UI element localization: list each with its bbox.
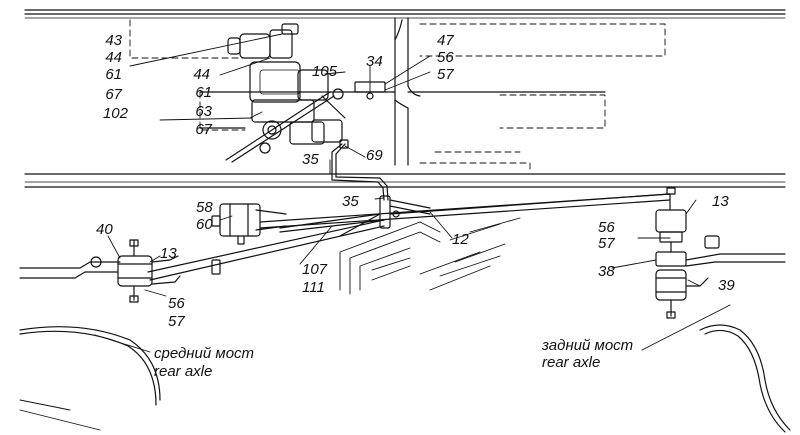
callout-105: 105 <box>312 63 338 80</box>
callout-61-second: 61 <box>195 84 212 101</box>
middle-axle-caption-en: rear axle <box>154 363 213 380</box>
callout-67-second: 67 <box>195 121 212 138</box>
callout-57-middle: 57 <box>168 313 185 330</box>
callout-57: 57 <box>437 66 454 83</box>
rear-axle-mount <box>655 187 791 433</box>
callout-34: 34 <box>366 53 383 70</box>
rear-axle-caption-ru: задний мост <box>542 337 634 354</box>
callout-35-second: 35 <box>342 193 359 210</box>
callout-61: 61 <box>105 66 122 83</box>
callout-111: 111 <box>302 279 325 296</box>
callout-39: 39 <box>718 277 735 294</box>
middle-axle-mount <box>19 239 181 431</box>
callout-43: 43 <box>105 32 122 49</box>
hidden-outline-lines <box>129 19 666 174</box>
callout-44-second: 44 <box>193 66 210 83</box>
callout-56-middle: 56 <box>168 295 185 312</box>
brake-valve-assembly <box>225 23 346 163</box>
middle-axle-caption-ru: средний мост <box>154 345 255 362</box>
callout-40: 40 <box>96 221 113 238</box>
lower-frame-rails <box>24 173 786 188</box>
callout-35: 35 <box>302 151 319 168</box>
callout-12: 12 <box>452 231 469 248</box>
rear-axle-caption-en: rear axle <box>542 354 601 371</box>
callout-13: 13 <box>160 245 177 262</box>
lever-12-tube <box>389 199 431 215</box>
callout-58: 58 <box>196 199 213 216</box>
cylinder-58-60 <box>211 203 287 245</box>
air-pipe <box>331 139 389 201</box>
callout-63: 63 <box>195 103 212 120</box>
upper-frame-rails <box>24 9 786 19</box>
callout-13-rear: 13 <box>712 193 729 210</box>
callout-69: 69 <box>366 147 383 164</box>
callout-56-rear: 56 <box>598 219 615 236</box>
callout-57-rear: 57 <box>598 235 615 252</box>
callout-107: 107 <box>302 261 328 278</box>
callout-38: 38 <box>598 263 615 280</box>
hatched-chevron-pattern <box>339 217 521 295</box>
callout-47: 47 <box>437 32 454 49</box>
callout-67: 67 <box>105 86 122 103</box>
callout-44: 44 <box>105 49 122 66</box>
callout-102: 102 <box>102 105 128 122</box>
callout-60: 60 <box>196 216 213 233</box>
leader-lines <box>94 33 731 353</box>
height-control-rod <box>147 193 671 281</box>
callout-56: 56 <box>437 49 454 66</box>
